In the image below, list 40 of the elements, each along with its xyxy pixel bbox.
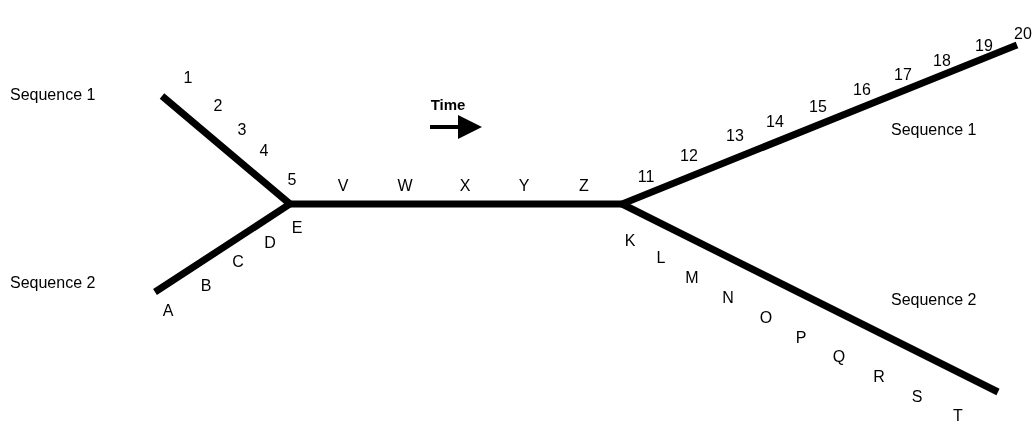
sequence-label: Sequence 1: [10, 87, 96, 103]
position-number: 2: [213, 98, 223, 114]
position-letter: N: [722, 290, 734, 306]
position-letter: W: [397, 178, 413, 194]
position-letter: P: [795, 330, 807, 346]
position-number: 5: [287, 172, 297, 188]
position-letter: D: [264, 235, 276, 251]
position-letter: O: [759, 310, 773, 326]
position-number: 11: [637, 169, 655, 185]
position-letter: C: [232, 254, 244, 270]
position-letter: L: [656, 250, 666, 266]
position-number: 19: [975, 38, 993, 54]
position-letter: M: [685, 270, 699, 286]
position-number: 14: [766, 114, 784, 130]
position-number: 18: [933, 53, 951, 69]
position-letter: R: [873, 369, 885, 385]
sequence-label: Sequence 1: [891, 122, 977, 138]
position-number: 17: [894, 67, 912, 83]
time-label: Time: [430, 96, 466, 112]
position-letter: V: [337, 178, 349, 194]
position-number: 20: [1014, 26, 1032, 42]
sequence-label: Sequence 2: [891, 292, 977, 308]
position-letter: B: [200, 278, 212, 294]
position-number: 13: [726, 128, 744, 144]
position-letter: E: [291, 220, 303, 236]
position-letter: Y: [518, 178, 530, 194]
position-number: 3: [237, 122, 247, 138]
position-letter: X: [459, 178, 471, 194]
position-number: 12: [680, 148, 698, 164]
sequence-label: Sequence 2: [10, 275, 96, 291]
position-letter: T: [953, 408, 963, 424]
position-letter: A: [162, 303, 174, 319]
position-letter: S: [911, 389, 923, 405]
position-letter: K: [624, 233, 636, 249]
position-number: 4: [259, 143, 269, 159]
position-number: 16: [853, 82, 871, 98]
position-letter: Q: [832, 349, 846, 365]
position-letter: Z: [579, 178, 589, 194]
position-number: 15: [809, 99, 827, 115]
position-number: 1: [183, 70, 193, 86]
